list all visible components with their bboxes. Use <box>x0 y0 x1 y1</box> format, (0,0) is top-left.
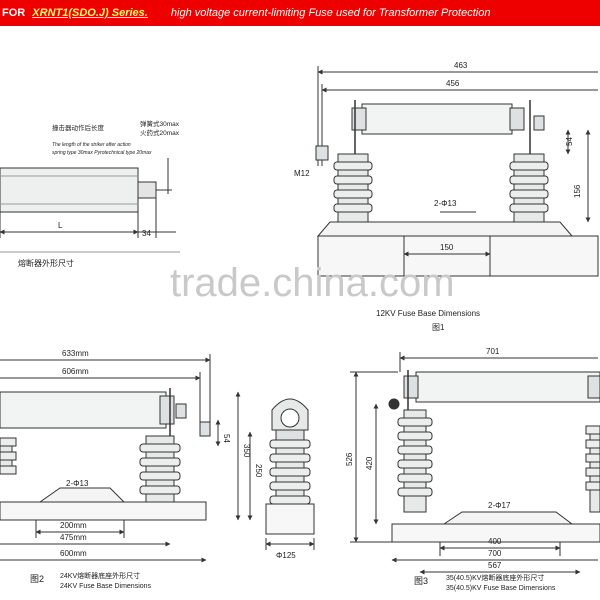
fig1-caption-cn: 图1 <box>432 323 445 332</box>
fig2-dim-606: 606mm <box>62 367 89 376</box>
fig3-caption-en: 35(40.5)KV Fuse Base Dimensions <box>446 585 556 592</box>
fig2-caption-cn: 24KV熔断器底座外形尺寸 <box>60 571 140 580</box>
fig2-dim-200: 200mm <box>60 521 87 530</box>
fig1-dim-holes: 2-Φ13 <box>434 199 457 208</box>
striker-en-line2: spring type 30max Pyrotechnical type 20m… <box>52 150 152 156</box>
fig3-drawing <box>350 352 600 575</box>
fig3-dim-526: 526 <box>345 452 354 466</box>
fig2-dim-600: 600mm <box>60 549 87 558</box>
fig1-dim-156: 156 <box>573 184 582 198</box>
fig1-dim-54: 54 <box>565 137 574 146</box>
striker-cn-spring: 弹簧式30max <box>140 119 180 128</box>
fig3-dim-701: 701 <box>486 347 500 356</box>
fig2-dim-475: 475mm <box>60 533 87 542</box>
striker-cn-line1: 撞击器动作后长度 <box>52 123 105 132</box>
fuse-striker-drawing <box>0 158 180 253</box>
fig3-dim-400: 400 <box>488 537 502 546</box>
striker-en-line1: The length of the striker after action <box>52 142 131 148</box>
striker-dim-34: 34 <box>142 229 151 238</box>
fig1-dim-463: 463 <box>454 61 468 70</box>
fig1-caption-en: 12KV Fuse Base Dimensions <box>376 309 480 318</box>
fig1-dim-m12: M12 <box>294 169 310 178</box>
striker-cn-pyro: 火药式20max <box>140 128 180 137</box>
fig3-dim-420: 420 <box>365 456 374 470</box>
header-banner: FOR XRNT1(SDO.J) Series. high voltage cu… <box>0 0 600 26</box>
fig3-dim-567: 567 <box>488 561 502 570</box>
fig2-label: 图2 <box>30 574 44 584</box>
fig1-drawing <box>315 66 599 277</box>
fig3-caption-cn: 35(40.5)KV熔断器底座外形尺寸 <box>446 573 544 582</box>
fig3-dim-700: 700 <box>488 549 502 558</box>
fig3-label: 图3 <box>414 576 428 586</box>
fig1-dim-150: 150 <box>440 243 454 252</box>
banner-title: high voltage current-limiting Fuse used … <box>170 7 491 19</box>
striker-dim-l: L <box>58 221 63 230</box>
fig2-dim-250: 250 <box>254 464 263 478</box>
fig2-caption-en: 24KV Fuse Base Dimensions <box>60 583 152 590</box>
technical-drawing: 撞击器动作后长度 弹簧式30max 火药式20max The length of… <box>0 61 600 592</box>
fig2-dim-350: 350 <box>242 444 251 458</box>
watermark: trade.china.com <box>170 261 455 305</box>
banner-prefix: FOR <box>2 7 26 19</box>
fig2-dim-54: 54 <box>222 434 231 443</box>
fig2-drawing <box>0 354 315 563</box>
fig2-dim-holes: 2-Φ13 <box>66 479 89 488</box>
striker-cn-title: 熔断器外形尺寸 <box>18 258 74 268</box>
fig2-dim-125: Φ125 <box>276 551 296 560</box>
fig3-dim-holes: 2-Φ17 <box>488 501 511 510</box>
fig2-dim-633: 633mm <box>62 349 89 358</box>
series-link[interactable]: XRNT1(SDO.J) Series. <box>32 7 148 19</box>
fig1-dim-456: 456 <box>446 79 460 88</box>
